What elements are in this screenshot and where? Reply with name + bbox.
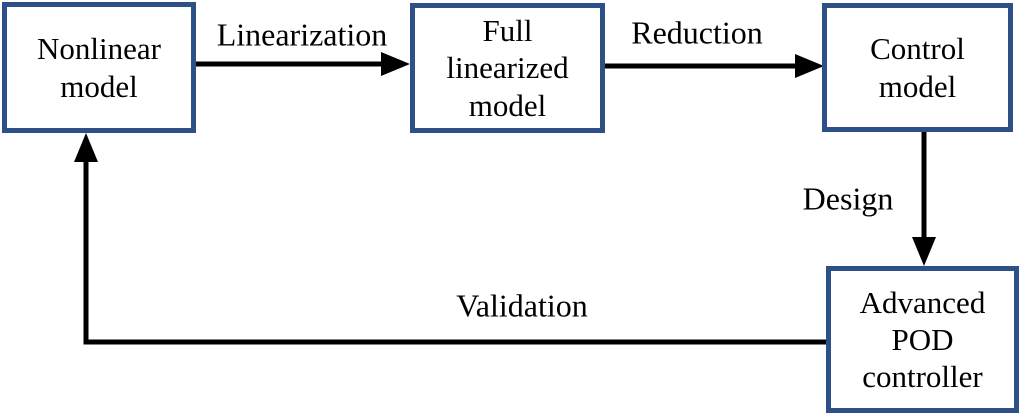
box-nonlinear-model: Nonlinear model: [2, 2, 196, 133]
reduction-arrowhead-icon: [795, 54, 824, 78]
linearization-arrowhead-icon: [381, 52, 410, 76]
box-label-line: Advanced: [859, 284, 986, 320]
box-advanced-pod-controller: Advanced POD controller: [826, 266, 1019, 413]
design-arrow: [912, 132, 936, 266]
box-label-line: Full: [482, 13, 533, 49]
label-validation: Validation: [456, 287, 588, 324]
box-label-line: Control: [870, 31, 965, 67]
box-label-line: model: [60, 68, 138, 104]
box-label-line: model: [878, 68, 957, 104]
validation-arrow: [74, 133, 826, 345]
label-design: Design: [802, 180, 894, 217]
design-arrowhead-icon: [912, 237, 936, 266]
validation-arrow-line: [83, 158, 826, 345]
label-linearization: Linearization: [216, 16, 388, 53]
label-reduction: Reduction: [631, 14, 763, 51]
box-label-line: POD: [891, 321, 954, 357]
box-control-model: Control model: [822, 3, 1013, 132]
linearization-arrow: [196, 52, 410, 76]
box-label-line: linearized: [446, 50, 569, 86]
box-label-line: controller: [862, 359, 983, 395]
box-label-line: model: [468, 87, 547, 123]
box-full-linearized-model: Full linearized model: [410, 3, 605, 133]
reduction-arrow: [605, 54, 824, 78]
validation-arrowhead-icon: [74, 133, 98, 162]
box-label-line: Nonlinear: [37, 31, 161, 67]
